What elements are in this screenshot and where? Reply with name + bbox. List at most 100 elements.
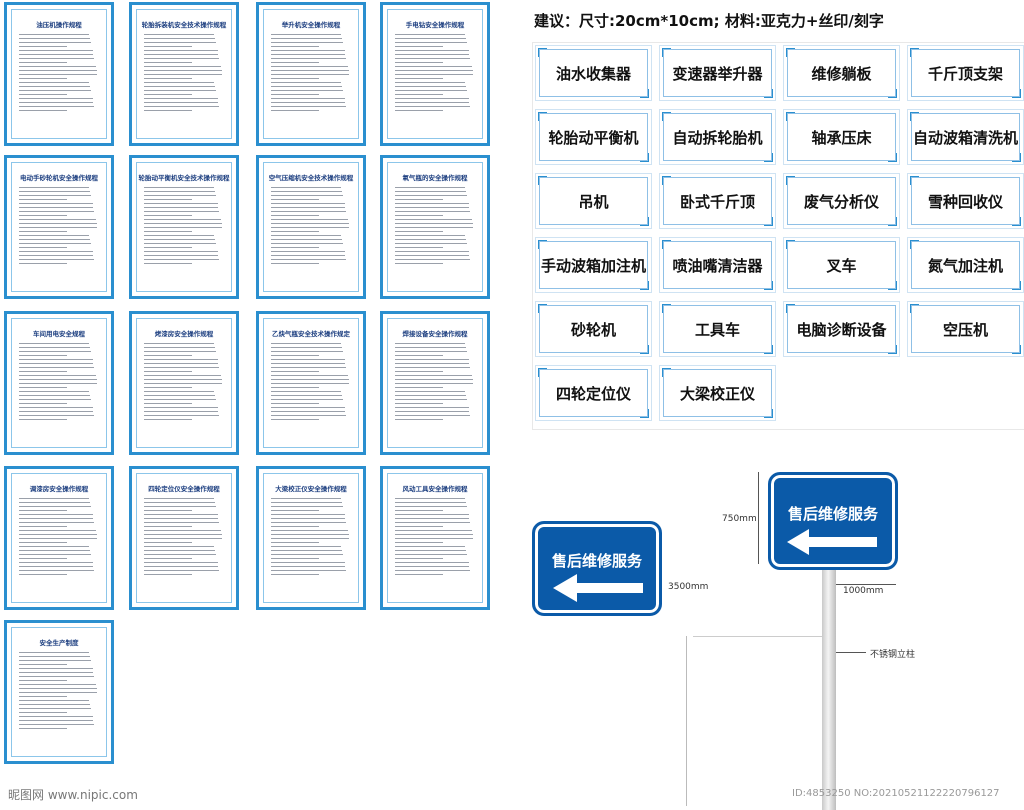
card-body-text bbox=[144, 184, 224, 284]
equipment-sign: 工具车 bbox=[659, 301, 776, 357]
text-line bbox=[19, 187, 90, 188]
text-line bbox=[144, 199, 192, 200]
sign-frame bbox=[910, 304, 1021, 354]
text-line bbox=[144, 90, 216, 91]
text-line bbox=[395, 251, 469, 252]
text-line bbox=[19, 688, 97, 689]
text-line bbox=[19, 78, 67, 79]
text-line bbox=[144, 191, 216, 192]
sign-label: 氮气加注机 bbox=[927, 256, 1003, 275]
regulation-card: 空气压缩机安全技术操作规程 bbox=[256, 155, 366, 299]
text-line bbox=[271, 375, 348, 376]
text-line bbox=[19, 203, 93, 204]
regulation-card: 轮胎拆装机安全技术操作规程 bbox=[129, 2, 239, 146]
text-line bbox=[144, 526, 192, 527]
text-line bbox=[271, 558, 319, 559]
text-line bbox=[271, 522, 347, 523]
text-line bbox=[144, 550, 216, 551]
text-line bbox=[19, 359, 93, 360]
text-line bbox=[144, 34, 215, 35]
text-line bbox=[144, 391, 215, 392]
text-line bbox=[395, 50, 469, 51]
text-line bbox=[395, 199, 443, 200]
text-line bbox=[144, 367, 220, 368]
text-line bbox=[144, 347, 216, 348]
equipment-sign: 轴承压床 bbox=[783, 109, 900, 165]
text-line bbox=[395, 223, 473, 224]
text-line bbox=[395, 255, 470, 256]
text-line bbox=[271, 530, 348, 531]
card-title: 油压机操作规程 bbox=[36, 21, 82, 29]
text-line bbox=[271, 98, 345, 99]
text-line bbox=[19, 391, 90, 392]
card-inner-frame bbox=[11, 627, 107, 757]
text-line bbox=[271, 86, 343, 87]
text-line bbox=[395, 46, 443, 47]
text-line bbox=[271, 54, 346, 55]
text-line bbox=[144, 263, 192, 264]
text-line bbox=[19, 371, 67, 372]
text-line bbox=[395, 526, 443, 527]
text-line bbox=[271, 526, 319, 527]
text-line bbox=[144, 514, 218, 515]
text-line bbox=[144, 106, 220, 107]
text-line bbox=[144, 247, 192, 248]
card-body-text bbox=[271, 495, 351, 595]
regulation-card: 大梁校正仪安全操作规程 bbox=[256, 466, 366, 610]
text-line bbox=[19, 724, 95, 725]
text-line bbox=[144, 82, 215, 83]
text-line bbox=[395, 66, 472, 67]
text-line bbox=[19, 263, 67, 264]
text-line bbox=[395, 215, 443, 216]
text-line bbox=[19, 518, 94, 519]
text-line bbox=[19, 716, 93, 717]
card-inner-frame bbox=[136, 318, 232, 448]
card-title: 空气压缩机安全技术操作规程 bbox=[268, 174, 354, 182]
text-line bbox=[395, 62, 443, 63]
sign-label: 油水收集器 bbox=[555, 64, 631, 83]
text-line bbox=[144, 407, 218, 408]
card-title: 手电钻安全操作规程 bbox=[405, 21, 465, 29]
text-line bbox=[395, 383, 474, 384]
card-title: 乙炔气瓶安全技术操作规定 bbox=[272, 330, 350, 338]
text-line bbox=[144, 530, 221, 531]
card-body-text bbox=[271, 184, 351, 284]
text-line bbox=[271, 367, 347, 368]
card-inner-frame bbox=[136, 162, 232, 292]
sign-label: 变速器举升器 bbox=[672, 64, 763, 83]
card-body-text bbox=[19, 31, 99, 131]
text-line bbox=[144, 86, 216, 87]
text-line bbox=[395, 550, 467, 551]
regulation-card: 烤漆房安全操作规程 bbox=[129, 311, 239, 455]
text-line bbox=[19, 195, 91, 196]
text-line bbox=[19, 343, 90, 344]
equipment-sign: 电脑诊断设备 bbox=[783, 301, 900, 357]
text-line bbox=[144, 419, 192, 420]
text-line bbox=[395, 235, 466, 236]
text-line bbox=[271, 211, 347, 212]
card-title: 烤漆房安全操作规程 bbox=[154, 330, 214, 338]
text-line bbox=[19, 522, 95, 523]
text-line bbox=[19, 70, 97, 71]
text-line bbox=[395, 530, 472, 531]
text-line bbox=[19, 191, 91, 192]
card-inner-frame bbox=[11, 318, 107, 448]
text-line bbox=[19, 546, 90, 547]
text-line bbox=[19, 243, 91, 244]
text-line bbox=[144, 195, 216, 196]
text-line bbox=[144, 399, 216, 400]
card-inner-frame bbox=[387, 9, 483, 139]
text-line bbox=[19, 239, 91, 240]
text-line bbox=[19, 259, 95, 260]
text-line bbox=[395, 58, 471, 59]
text-line bbox=[271, 203, 345, 204]
text-line bbox=[144, 510, 192, 511]
sign-label: 砂轮机 bbox=[570, 320, 616, 339]
text-line bbox=[19, 211, 95, 212]
text-line bbox=[19, 50, 93, 51]
sign-frame bbox=[662, 112, 773, 162]
text-line bbox=[144, 383, 223, 384]
card-body-text bbox=[144, 31, 224, 131]
text-line bbox=[271, 574, 319, 575]
text-line bbox=[271, 387, 319, 388]
